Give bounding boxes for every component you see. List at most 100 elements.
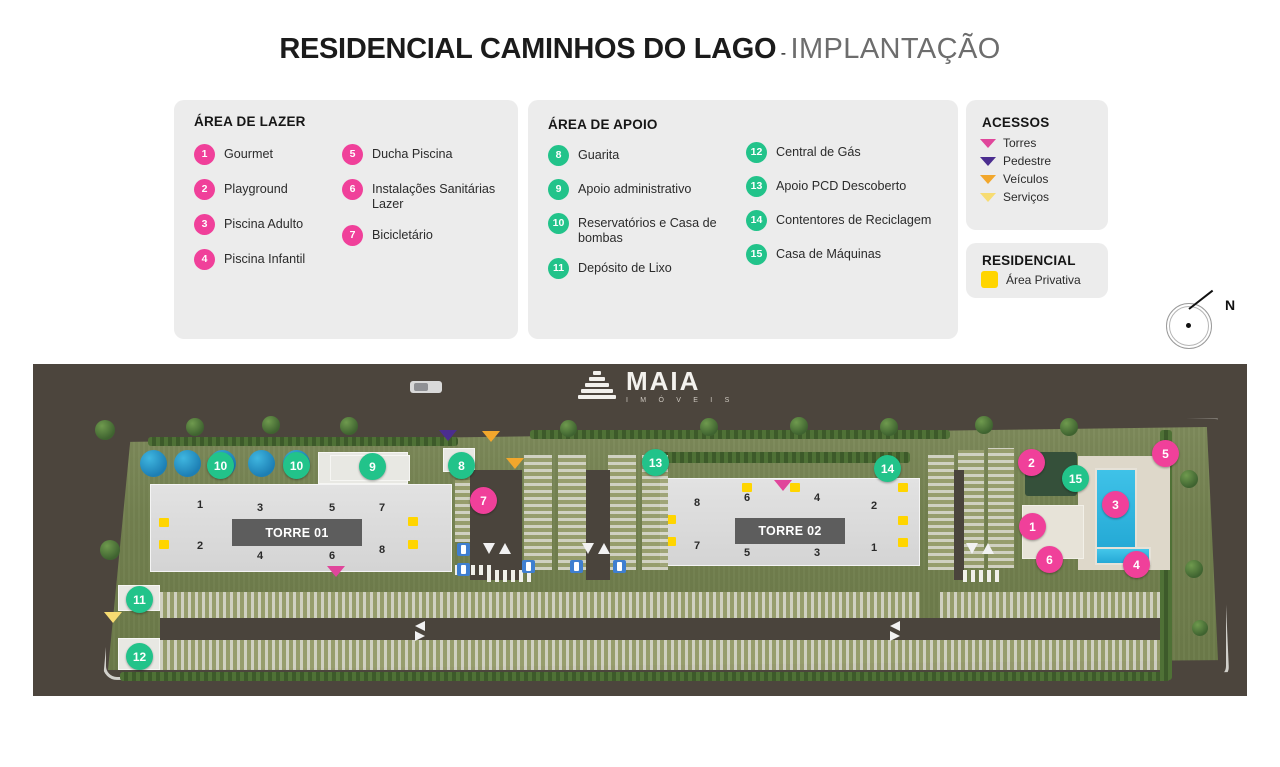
plan-marker[interactable]: 11 xyxy=(126,586,153,613)
access-road xyxy=(470,470,522,580)
plan-marker[interactable]: 3 xyxy=(1102,491,1129,518)
plan-marker[interactable]: 2 xyxy=(1018,449,1045,476)
tree xyxy=(100,540,120,560)
list-item[interactable]: 12 Central de Gás xyxy=(746,142,946,163)
list-item[interactable]: 2 Playground xyxy=(194,179,334,200)
legend-badge: 10 xyxy=(548,213,569,234)
legend-column-lazer-b: 5 Ducha Piscina 6 Instalações Sanitárias… xyxy=(342,144,507,260)
legend-panel-residencial-title: RESIDENCIAL xyxy=(982,253,1076,268)
hedge xyxy=(660,452,910,463)
compass-center-dot xyxy=(1186,323,1191,328)
legend-label: Depósito de Lixo xyxy=(578,261,672,275)
unit-label: 2 xyxy=(870,500,878,512)
access-marker-torres-icon xyxy=(774,480,792,491)
area-privativa xyxy=(742,483,752,492)
tree xyxy=(95,420,115,440)
accessible-parking-icon xyxy=(457,563,470,576)
page-title-light: IMPLANTAÇÃO xyxy=(790,33,1001,65)
plan-marker[interactable]: 13 xyxy=(642,449,669,476)
plan-marker[interactable]: 9 xyxy=(359,453,386,480)
triangle-marker-icon xyxy=(980,138,996,148)
list-item[interactable]: 7 Bicicletário xyxy=(342,225,507,246)
unit-label: 5 xyxy=(328,502,336,514)
parking-row xyxy=(524,455,552,570)
area-privativa xyxy=(159,518,169,527)
page-title: RESIDENCIAL CAMINHOS DO LAGO - IMPLANTAÇ… xyxy=(0,33,1280,66)
tower-01-label: TORRE 01 xyxy=(232,519,362,546)
tree xyxy=(1180,470,1198,488)
list-item[interactable]: 15 Casa de Máquinas xyxy=(746,244,946,265)
legend-badge: 3 xyxy=(194,214,215,235)
legend-panel-lazer: ÁREA DE LAZER 1 Gourmet 2 Playground 3 P… xyxy=(174,100,518,339)
direction-arrow-left-icon xyxy=(415,621,425,631)
plan-marker[interactable]: 12 xyxy=(126,643,153,670)
list-item[interactable]: 10 Reservatórios e Casa de bombas xyxy=(548,213,748,245)
plan-marker[interactable]: 10 xyxy=(207,452,234,479)
area-privativa xyxy=(790,483,800,492)
maia-logo-text: MAIA I M Ó V E I S xyxy=(626,368,734,404)
list-item[interactable]: 14 Contentores de Reciclagem xyxy=(746,210,946,231)
legend-label: Playground xyxy=(224,182,288,196)
legend-panel-apoio: ÁREA DE APOIO 8 Guarita 9 Apoio administ… xyxy=(528,100,958,339)
legend-badge: 12 xyxy=(746,142,767,163)
legend-label: Contentores de Reciclagem xyxy=(776,213,932,227)
direction-arrow-down-icon xyxy=(483,543,495,554)
plan-marker[interactable]: 1 xyxy=(1019,513,1046,540)
parking-row xyxy=(940,592,1160,618)
area-privativa xyxy=(666,515,676,524)
list-item[interactable]: 9 Apoio administrativo xyxy=(548,179,748,200)
list-item[interactable]: 8 Guarita xyxy=(548,145,748,166)
legend-badge: 7 xyxy=(342,225,363,246)
tree xyxy=(560,420,577,437)
list-item[interactable]: 1 Gourmet xyxy=(194,144,334,165)
parking-row xyxy=(928,455,954,570)
reservoir-tank xyxy=(248,450,275,477)
list-item[interactable]: 5 Ducha Piscina xyxy=(342,144,507,165)
legend-badge: 1 xyxy=(194,144,215,165)
legend-label: Gourmet xyxy=(224,147,273,161)
tree xyxy=(975,416,993,434)
list-item[interactable]: Veículos xyxy=(980,172,1051,186)
acessos-list: Torres Pedestre Veículos Serviços xyxy=(980,136,1051,208)
access-marker-torres-icon xyxy=(327,566,345,577)
tree xyxy=(790,417,808,435)
plan-marker[interactable]: 14 xyxy=(874,455,901,482)
list-item[interactable]: 6 Instalações Sanitárias Lazer xyxy=(342,179,507,211)
maia-logo-name: MAIA xyxy=(626,366,701,396)
legend-label: Veículos xyxy=(1003,172,1049,186)
list-item[interactable]: Serviços xyxy=(980,190,1051,204)
list-item[interactable]: 13 Apoio PCD Descoberto xyxy=(746,176,946,197)
access-road xyxy=(954,470,964,580)
plan-marker[interactable]: 4 xyxy=(1123,551,1150,578)
legend-badge: 14 xyxy=(746,210,767,231)
tree xyxy=(340,417,358,435)
accessible-parking-icon xyxy=(570,560,583,573)
tree xyxy=(880,418,898,436)
plan-marker[interactable]: 10 xyxy=(283,452,310,479)
unit-label: 4 xyxy=(256,550,264,562)
list-item[interactable]: 3 Piscina Adulto xyxy=(194,214,334,235)
list-item[interactable]: Área Privativa xyxy=(981,271,1081,288)
plan-marker[interactable]: 7 xyxy=(470,487,497,514)
list-item[interactable]: Torres xyxy=(980,136,1051,150)
tower-01-footprint xyxy=(150,484,452,572)
plan-marker[interactable]: 15 xyxy=(1062,465,1089,492)
page-title-separator: - xyxy=(776,45,791,62)
plan-marker[interactable]: 8 xyxy=(448,452,475,479)
plan-marker[interactable]: 5 xyxy=(1152,440,1179,467)
legend-badge: 4 xyxy=(194,249,215,270)
list-item[interactable]: 4 Piscina Infantil xyxy=(194,249,334,270)
plan-marker[interactable]: 6 xyxy=(1036,546,1063,573)
legend-badge: 2 xyxy=(194,179,215,200)
unit-label: 8 xyxy=(693,497,701,509)
legend-badge: 8 xyxy=(548,145,569,166)
list-item[interactable]: Pedestre xyxy=(980,154,1051,168)
list-item[interactable]: 11 Depósito de Lixo xyxy=(548,258,748,279)
legend-panel-lazer-title: ÁREA DE LAZER xyxy=(194,114,306,129)
unit-label: 3 xyxy=(256,502,264,514)
hedge xyxy=(148,437,458,446)
crosswalk xyxy=(487,570,532,582)
access-road xyxy=(586,470,610,580)
legend-label: Casa de Máquinas xyxy=(776,247,882,261)
triangle-marker-icon xyxy=(980,156,996,166)
